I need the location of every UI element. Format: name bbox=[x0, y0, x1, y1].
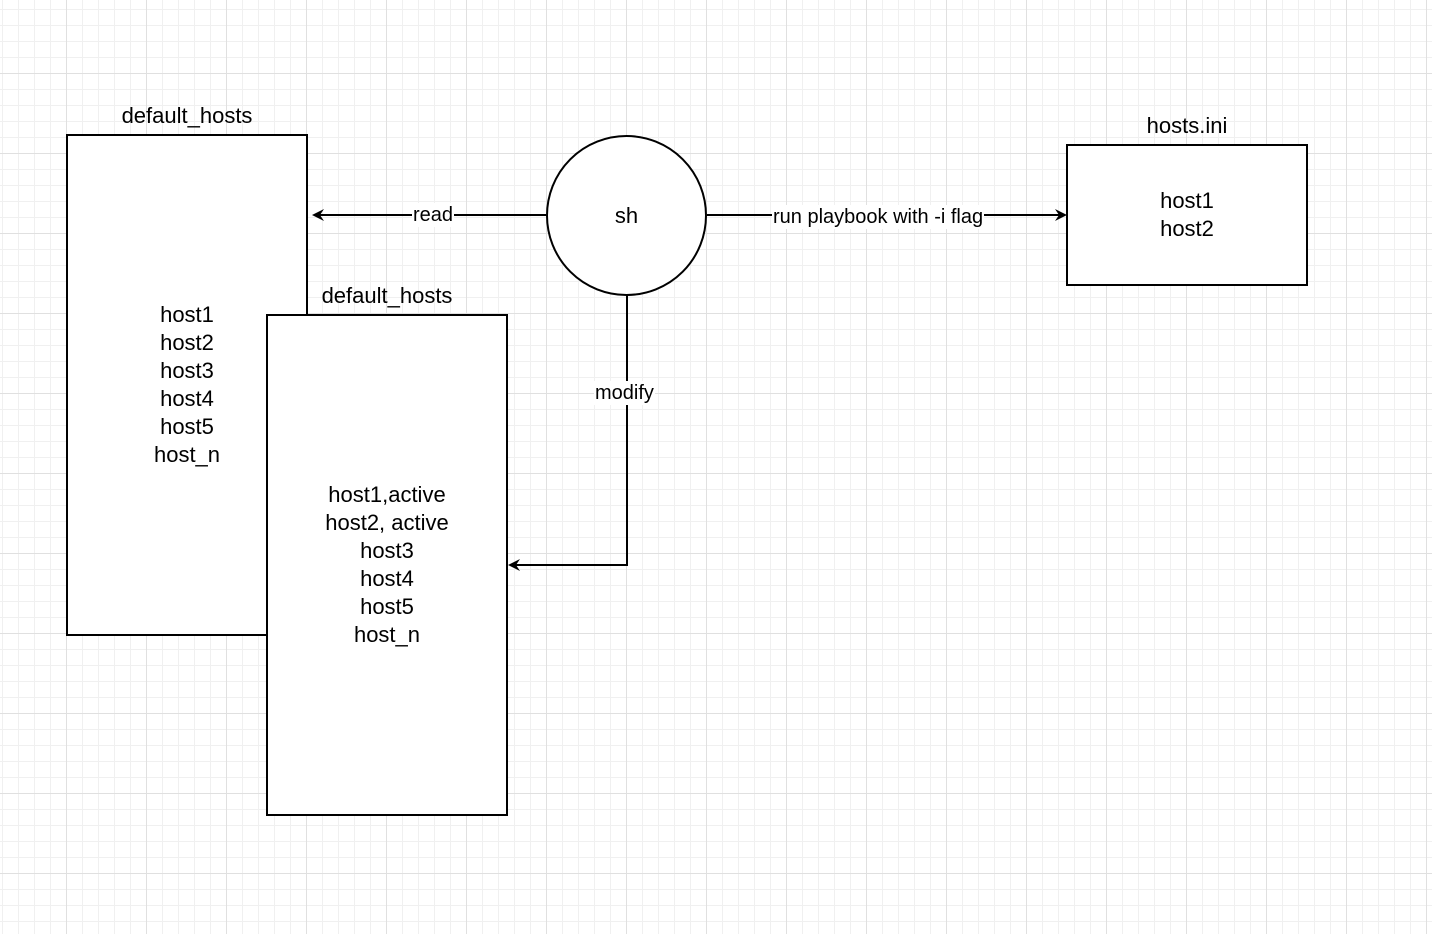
host-line: host1 bbox=[160, 302, 214, 327]
host-line: host2, active bbox=[325, 510, 449, 535]
sh-script-node[interactable]: sh bbox=[546, 135, 707, 296]
host-line: host_n bbox=[153, 442, 221, 467]
host-line: host5 bbox=[160, 414, 214, 439]
host-line: host2 bbox=[160, 330, 214, 355]
modify-edge-label: modify bbox=[594, 381, 655, 405]
sh-script-label: sh bbox=[614, 202, 639, 228]
modify-connector[interactable] bbox=[508, 295, 628, 571]
default-hosts-modified-title: default_hosts bbox=[321, 283, 453, 308]
host-line: host3 bbox=[160, 358, 214, 383]
hosts-ini-box[interactable]: host1 host2 bbox=[1066, 144, 1308, 286]
host-line: host3 bbox=[360, 538, 414, 563]
host-line: host_n bbox=[353, 622, 421, 647]
host-line: host5 bbox=[360, 594, 414, 619]
host-line: host4 bbox=[160, 386, 214, 411]
default-hosts-original-title: default_hosts bbox=[121, 103, 253, 128]
default-hosts-original-content: host1 host2 host3 host4 host5 host_n bbox=[154, 301, 220, 469]
host-line: host4 bbox=[360, 566, 414, 591]
default-hosts-modified-box[interactable]: host1,active host2, active host3 host4 host5… bbox=[266, 314, 508, 816]
hosts-ini-title: hosts.ini bbox=[1146, 113, 1228, 138]
hosts-ini-content: host1 host2 bbox=[1160, 187, 1214, 243]
host-line: host1 bbox=[1160, 188, 1214, 213]
default-hosts-modified-content: host1,active host2, active host3 host4 host5… bbox=[325, 481, 449, 649]
run-edge-label: run playbook with -i flag bbox=[772, 205, 985, 229]
host-line: host1,active bbox=[328, 482, 446, 507]
read-edge-label: read bbox=[412, 203, 455, 227]
host-line: host2 bbox=[1160, 216, 1214, 241]
